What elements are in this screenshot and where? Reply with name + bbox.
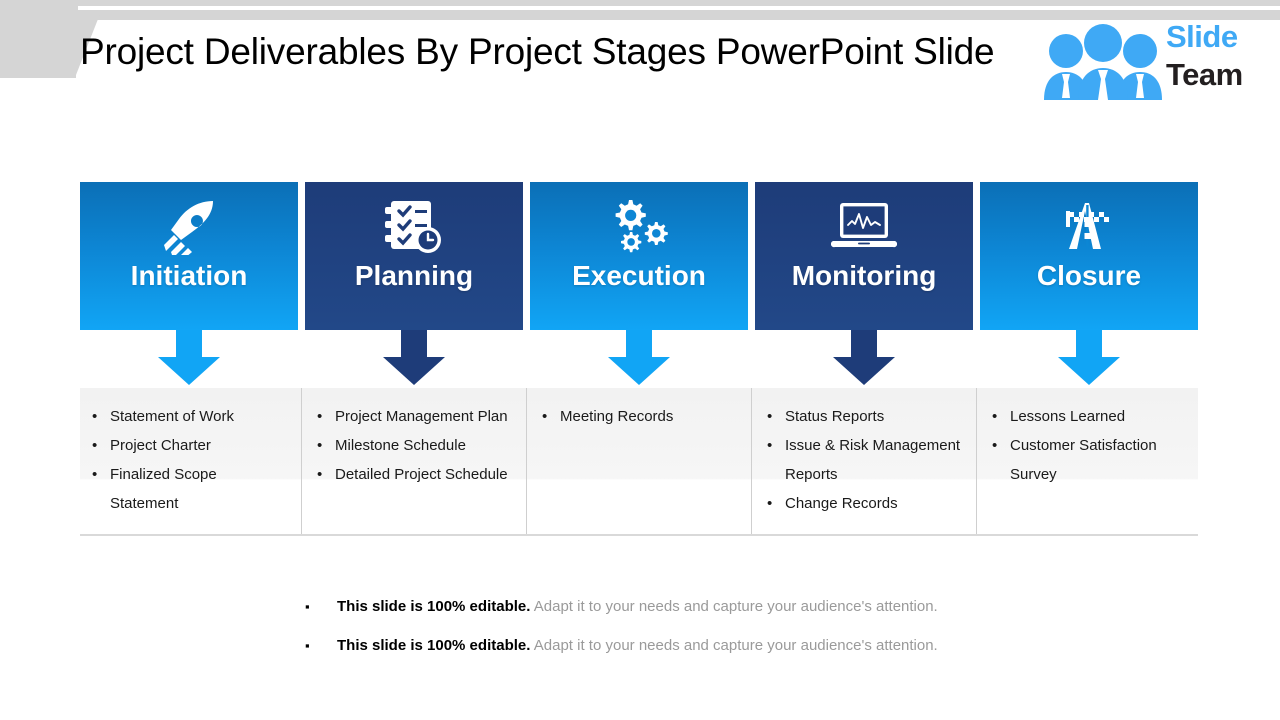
note-rest-text: Adapt it to your needs and capture your … xyxy=(530,598,938,615)
bullet-dot-icon: • xyxy=(767,408,773,425)
list-item-label: Statement of Work xyxy=(110,408,234,425)
stage-label-planning: Planning xyxy=(354,260,474,291)
note-bold-text: This slide is 100% editable. xyxy=(337,637,531,654)
list-item: • Detailed Project Schedule xyxy=(317,460,513,489)
arrow-head xyxy=(833,357,895,385)
logo-word-team: Team xyxy=(1166,57,1243,92)
checklist-clock-icon xyxy=(385,198,443,256)
gears-icon xyxy=(608,198,670,256)
stage-card-planning[interactable]: Planning xyxy=(305,182,523,330)
stage-label-initiation: Initiation xyxy=(130,260,248,291)
list-item-label: Project Management Plan xyxy=(335,408,508,425)
column-divider xyxy=(526,388,527,534)
arrow-initiation xyxy=(158,330,220,385)
deliverables-column-closure: • Lessons Learned • Customer Satisfaction S… xyxy=(980,388,1198,534)
arrow-monitoring xyxy=(833,330,895,385)
note-rest-text: Adapt it to your needs and capture your … xyxy=(530,637,938,654)
arrow-closure xyxy=(1058,330,1120,385)
top-gray-band xyxy=(0,0,1280,20)
list-item: • Finalized Scope Statement xyxy=(92,460,288,518)
deliverables-column-planning: • Project Management Plan • Milestone Sched… xyxy=(305,388,523,534)
list-item-label: Finalized Scope Statement xyxy=(110,466,217,512)
three-people-icon xyxy=(1044,24,1162,100)
bullet-dot-icon: • xyxy=(767,495,773,512)
stage-label-closure: Closure xyxy=(1036,260,1142,291)
bullet-dot-icon: • xyxy=(992,437,998,454)
list-item: • Project Charter xyxy=(92,431,288,460)
arrow-shaft xyxy=(851,330,877,360)
laptop-chart-icon xyxy=(831,198,897,256)
stage-label-monitoring: Monitoring xyxy=(791,260,937,291)
column-divider xyxy=(301,388,302,534)
list-item-label: Detailed Project Schedule xyxy=(335,466,508,483)
stage-cards-row: Initiation Planning Execution xyxy=(80,182,1198,330)
arrow-head xyxy=(608,357,670,385)
note-line: ▪ This slide is 100% editable. Adapt it t… xyxy=(305,633,1065,659)
deliverables-column-monitoring: • Status Reports • Issue & Risk Management … xyxy=(755,388,973,534)
bullet-dot-icon: • xyxy=(317,408,323,425)
top-white-stripe xyxy=(78,6,1280,10)
stage-card-execution[interactable]: Execution xyxy=(530,182,748,330)
list-item-label: Milestone Schedule xyxy=(335,437,466,454)
slideteam-logo: Slide Team xyxy=(1040,16,1272,104)
note-bold-text: This slide is 100% editable. xyxy=(337,598,531,615)
arrow-execution xyxy=(608,330,670,385)
arrow-head xyxy=(383,357,445,385)
arrow-head xyxy=(158,357,220,385)
logo-word-slide: Slide xyxy=(1166,19,1238,54)
list-item-label: Project Charter xyxy=(110,437,211,454)
list-item-label: Customer Satisfaction Survey xyxy=(1010,437,1157,483)
list-item: • Status Reports xyxy=(767,402,963,431)
list-item-label: Meeting Records xyxy=(560,408,674,425)
list-item: • Project Management Plan xyxy=(317,402,513,431)
arrow-shaft xyxy=(1076,330,1102,360)
list-item: • Milestone Schedule xyxy=(317,431,513,460)
list-item-label: Change Records xyxy=(785,495,898,512)
stage-card-initiation[interactable]: Initiation xyxy=(80,182,298,330)
bullet-square-icon: ▪ xyxy=(305,638,310,653)
deliverables-column-initiation: • Statement of Work • Project Charter • Final… xyxy=(80,388,298,534)
road-finish-icon xyxy=(1058,198,1120,256)
arrow-head xyxy=(1058,357,1120,385)
arrow-shaft xyxy=(401,330,427,360)
column-divider xyxy=(751,388,752,534)
list-item: • Statement of Work xyxy=(92,402,288,431)
bullet-dot-icon: • xyxy=(317,466,323,483)
note-line: ▪ This slide is 100% editable. Adapt it t… xyxy=(305,594,1065,620)
bullet-dot-icon: • xyxy=(992,408,998,425)
page-title: Project Deliverables By Project Stages P… xyxy=(80,31,995,72)
stage-label-execution: Execution xyxy=(572,260,706,291)
bullet-dot-icon: • xyxy=(767,437,773,454)
stage-card-monitoring[interactable]: Monitoring xyxy=(755,182,973,330)
bullet-dot-icon: • xyxy=(92,408,98,425)
column-divider xyxy=(976,388,977,534)
rocket-icon xyxy=(157,198,221,256)
list-item: • Customer Satisfaction Survey xyxy=(992,431,1188,489)
bullet-dot-icon: • xyxy=(92,466,98,483)
deliverables-panel: • Statement of Work • Project Charter • Final… xyxy=(80,388,1198,536)
list-item: • Issue & Risk Management Reports xyxy=(767,431,963,489)
list-item: • Meeting Records xyxy=(542,402,738,431)
arrow-shaft xyxy=(626,330,652,360)
arrow-planning xyxy=(383,330,445,385)
bullet-dot-icon: • xyxy=(92,437,98,454)
arrow-shaft xyxy=(176,330,202,360)
deliverables-column-execution: • Meeting Records xyxy=(530,388,748,534)
footer-notes: ▪ This slide is 100% editable. Adapt it t… xyxy=(305,594,1065,672)
list-item-label: Status Reports xyxy=(785,408,885,425)
bullet-dot-icon: • xyxy=(542,408,548,425)
list-item-label: Issue & Risk Management Reports xyxy=(785,437,961,483)
bullet-square-icon: ▪ xyxy=(305,599,310,614)
list-item-label: Lessons Learned xyxy=(1010,408,1126,425)
list-item: • Lessons Learned xyxy=(992,402,1188,431)
list-item: • Change Records xyxy=(767,489,963,518)
bullet-dot-icon: • xyxy=(317,437,323,454)
stage-card-closure[interactable]: Closure xyxy=(980,182,1198,330)
